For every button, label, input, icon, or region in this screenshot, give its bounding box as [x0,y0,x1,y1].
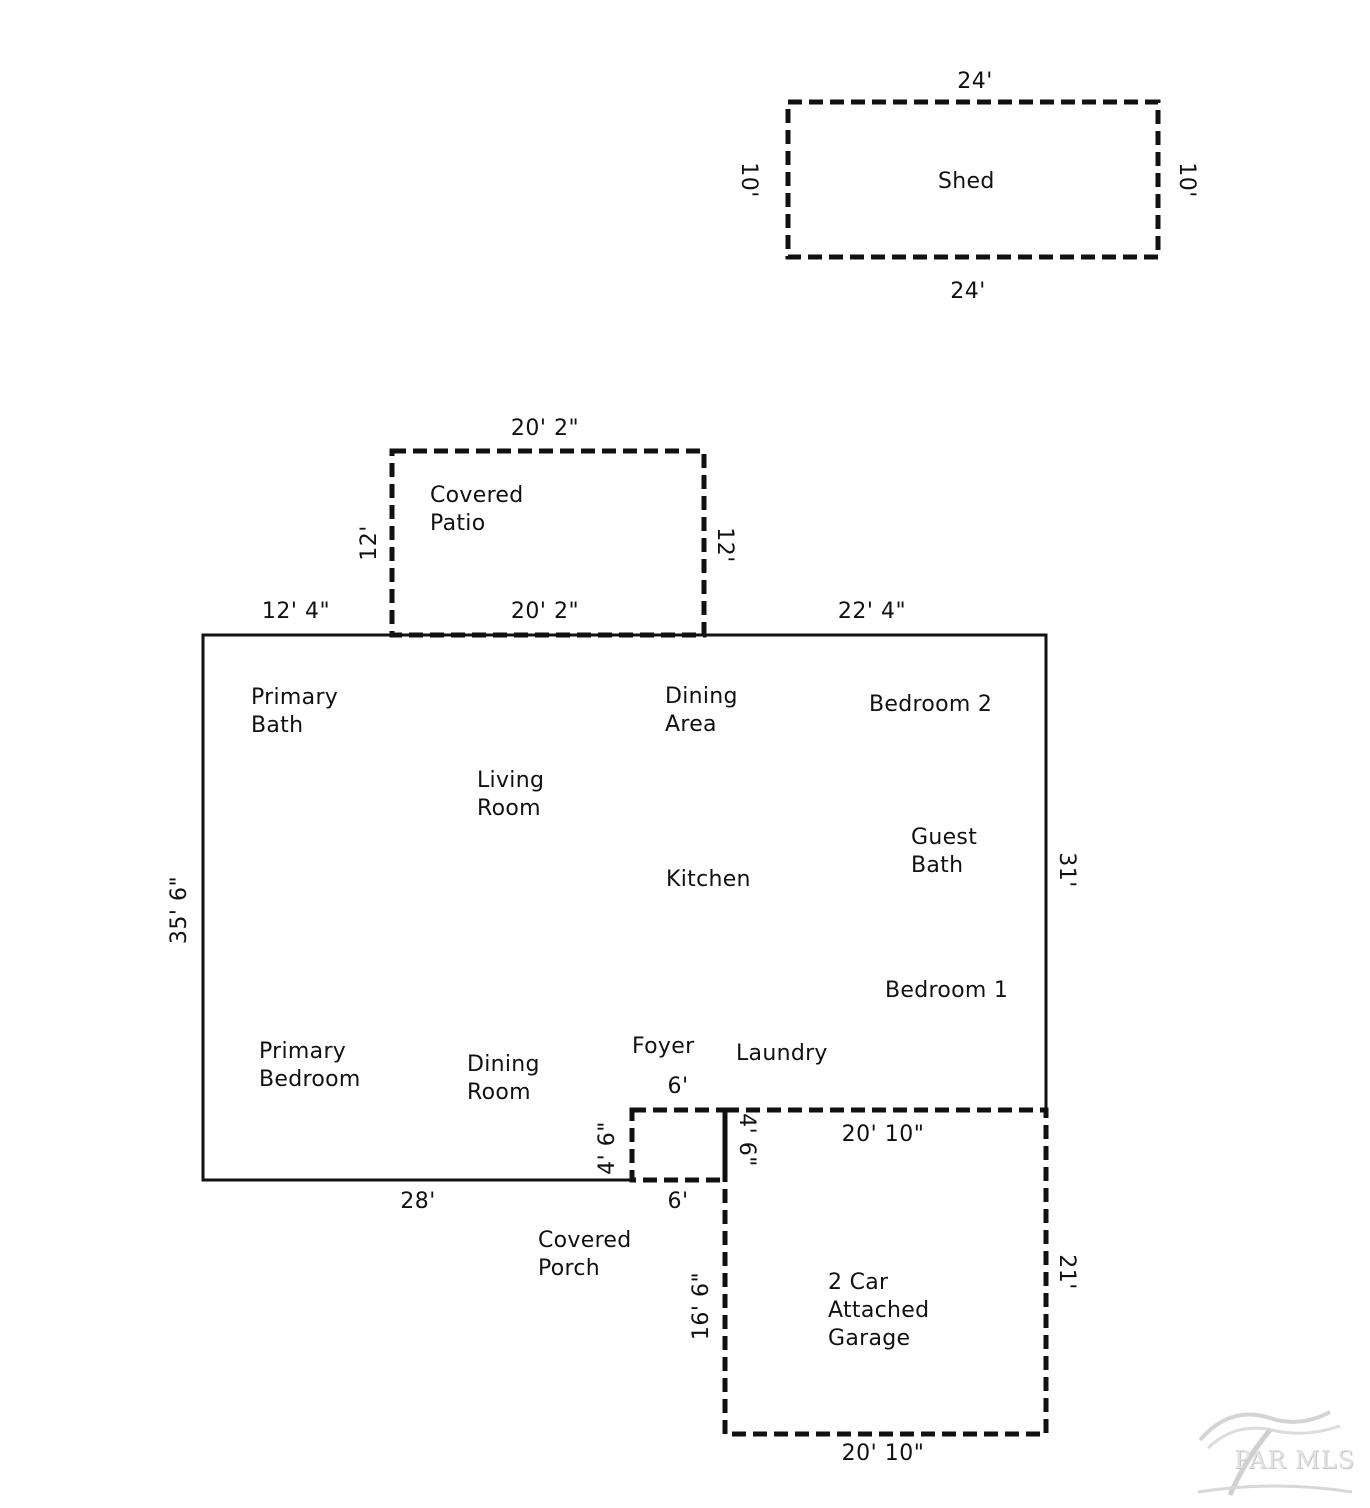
room-label-laundry: Laundry [736,1041,828,1066]
dim-porch-top: 6' [667,1074,689,1099]
dim-house-top-right: 22' 4" [837,599,907,624]
room-label-shed: Shed [938,169,995,194]
dim-porch-left: 4' 6" [595,1121,620,1175]
dim-patio-top: 20' 2" [510,416,580,441]
shed-outline [785,99,1161,260]
dim-garage-bottom: 20' 10" [841,1441,925,1466]
dim-shed-top: 24' [957,69,993,94]
dim-patio-right: 12' [712,527,737,563]
room-label-foyer: Foyer [632,1034,695,1059]
dim-house-left: 35' 6" [167,875,192,945]
dim-garage-right: 21' [1054,1254,1079,1290]
mls-watermark-logo: PAR MLS [1190,1400,1360,1500]
dim-house-bottom: 28' [400,1189,436,1214]
dim-porch-right: 4' 6" [734,1113,759,1167]
dim-shed-bottom: 24' [950,279,986,304]
dim-patio-left: 12' [357,525,382,561]
dim-porch-bottom: 6' [667,1189,689,1214]
house-outline [201,633,1048,1182]
dim-house-right: 31' [1054,852,1079,888]
dim-shed-left: 10' [736,162,761,198]
dim-house-top-left: 12' 4" [261,599,331,624]
dim-patio-bottom: 20' 2" [510,599,580,624]
room-label-bedroom-2: Bedroom 2 [869,692,993,717]
watermark-text: PAR MLS [1234,1446,1355,1474]
room-label-bedroom-1: Bedroom 1 [885,978,1009,1003]
dim-garage-left: 16' 6" [689,1271,714,1341]
covered-porch-outline [629,1107,728,1183]
dim-shed-right: 10' [1174,162,1199,198]
garage-outline [722,1107,1049,1437]
palm-tree-icon [1197,1410,1353,1496]
room-label-kitchen: Kitchen [666,867,751,892]
dim-garage-top: 20' 10" [841,1122,925,1147]
